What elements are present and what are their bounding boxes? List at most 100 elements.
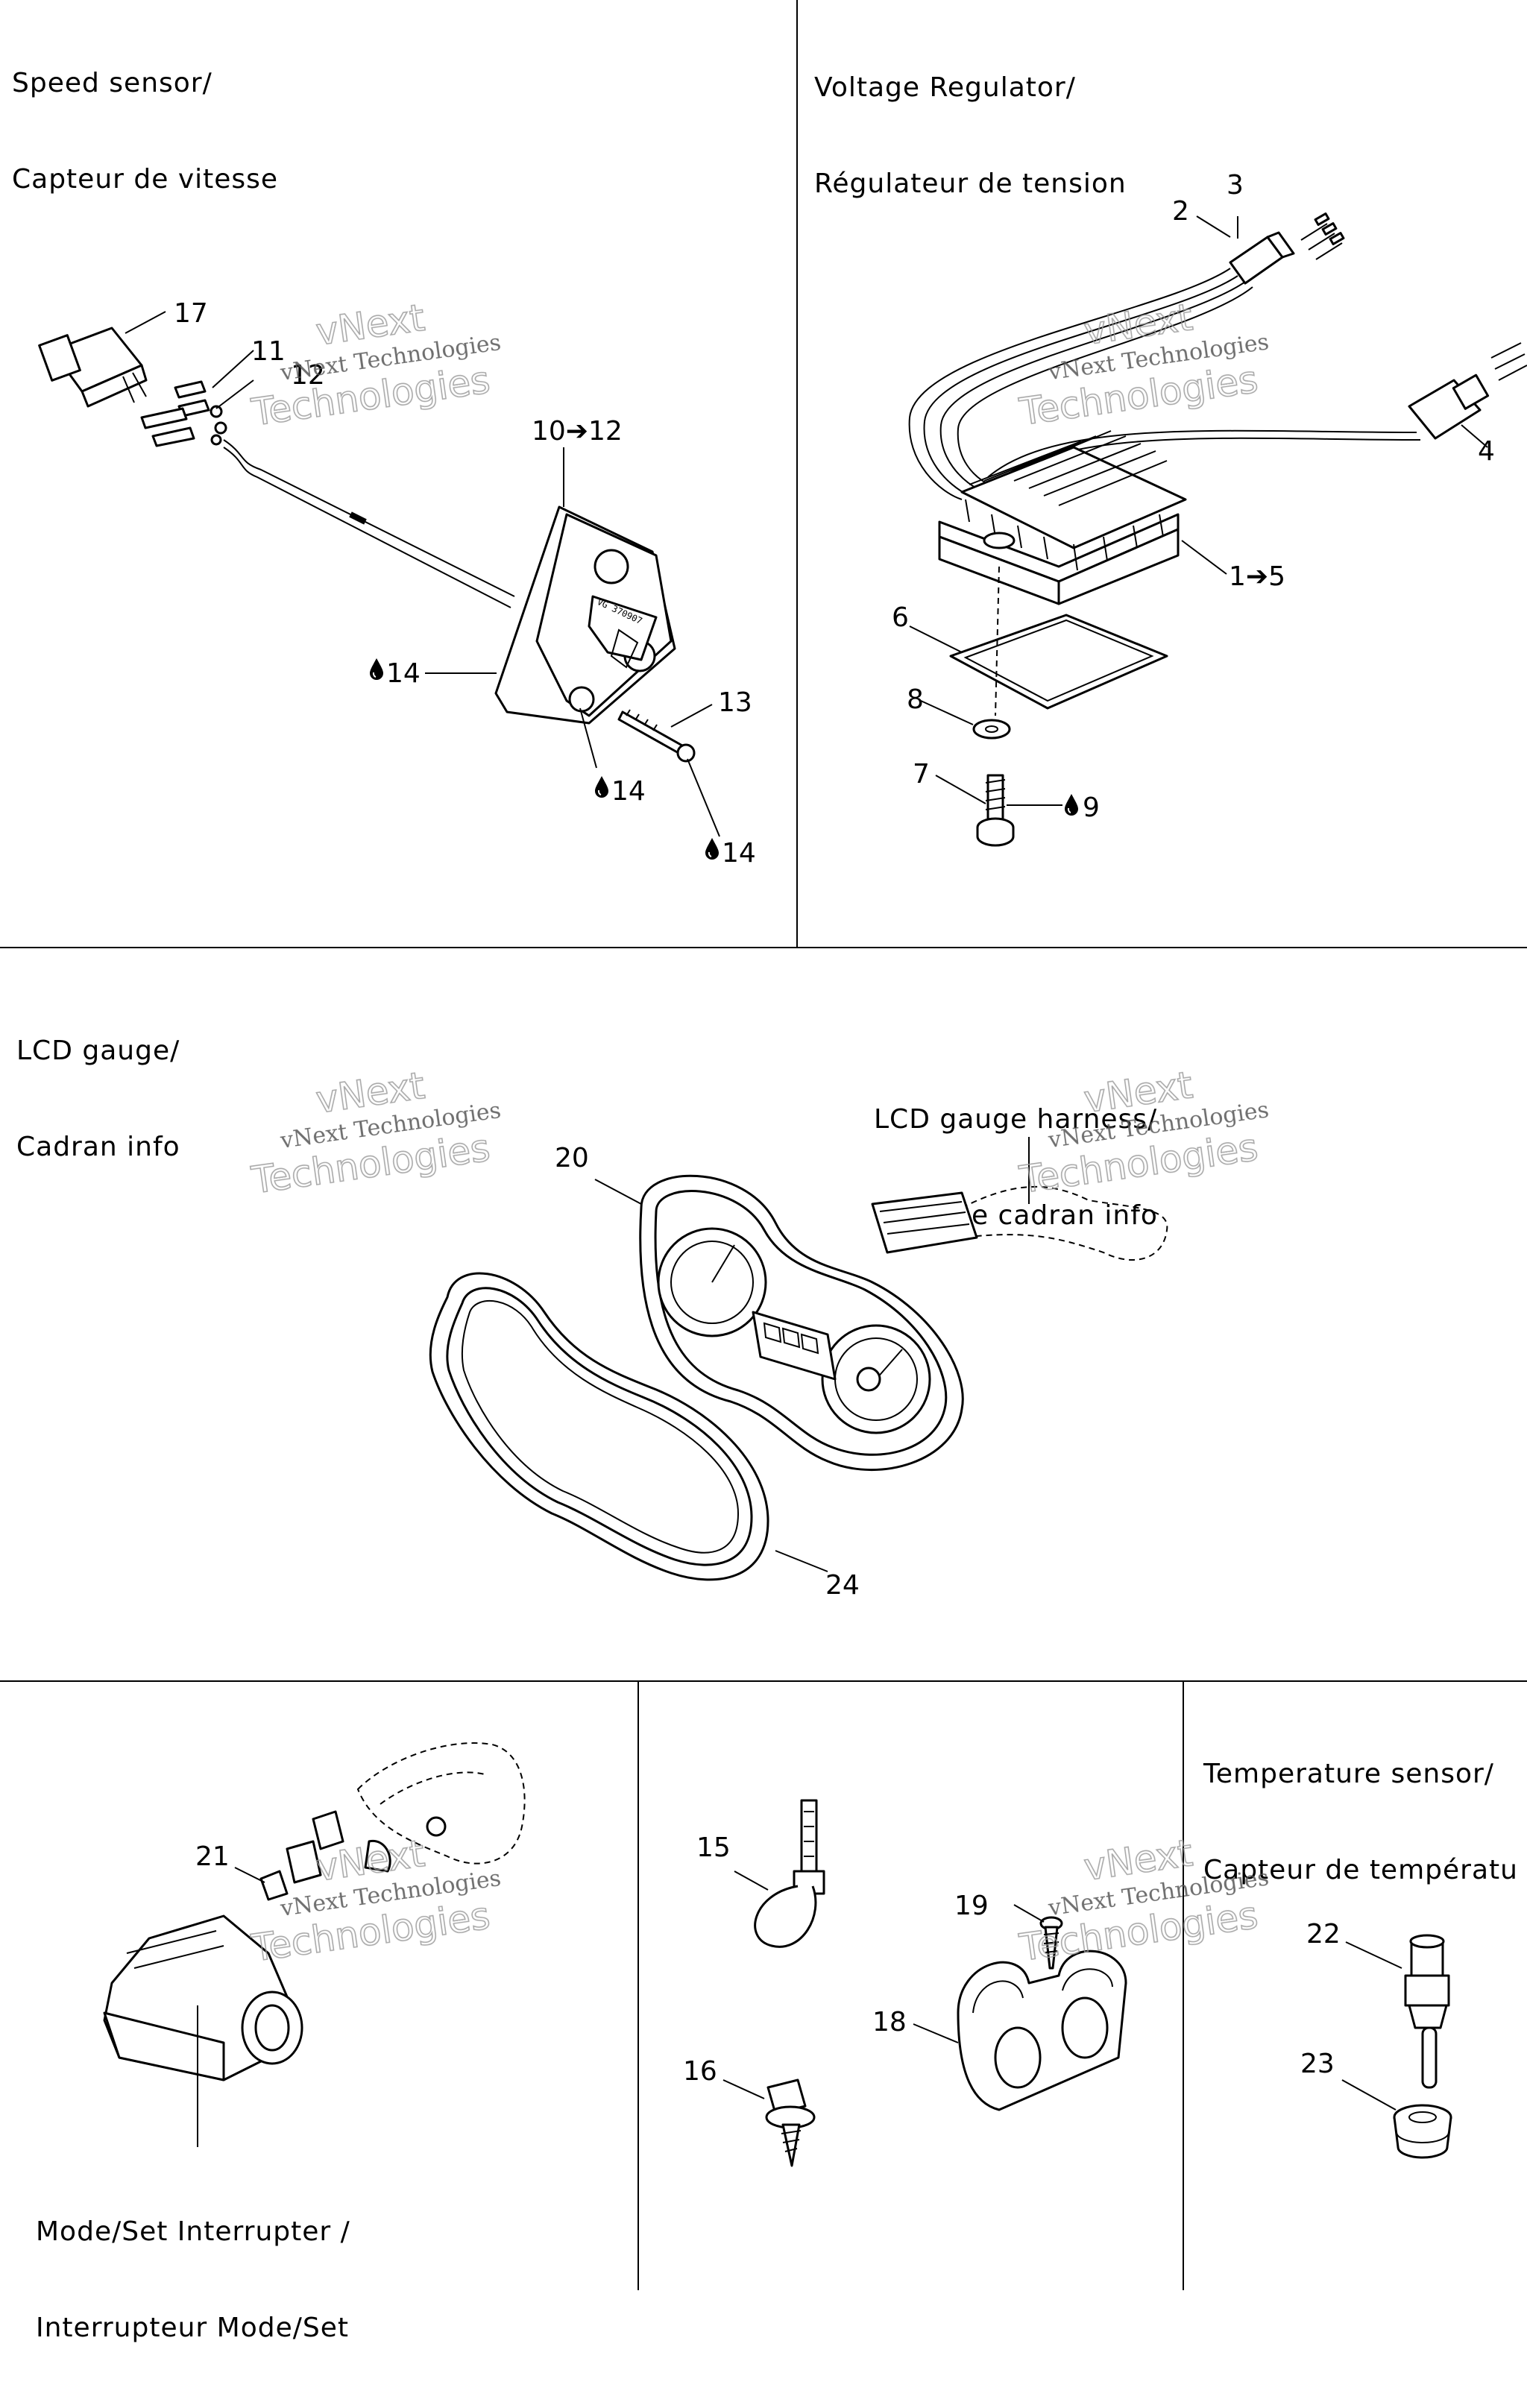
callout-20: 20	[555, 1143, 589, 1173]
fasteners-group	[722, 1799, 1127, 2167]
callout-1-5: 1➔5	[1229, 561, 1285, 592]
callout-15: 15	[696, 1832, 731, 1863]
divider-vertical-bottom-1	[637, 1680, 639, 2290]
callout-10-12: 10➔12	[532, 416, 623, 447]
leader-6	[909, 625, 963, 653]
oil-drop-icon	[1064, 793, 1079, 816]
watermark-4: vNext vNext Technologies Technologies	[1016, 1062, 1271, 1202]
lcd-gauge-title: LCD gauge/ Cadran info	[16, 971, 180, 1227]
leader-19	[1013, 1904, 1045, 1923]
leader-20	[594, 1179, 642, 1205]
callout-21: 21	[195, 1841, 230, 1872]
lcd-gauge-group	[429, 1137, 1168, 1581]
mode-set-housing-dashed	[356, 1742, 526, 1865]
callout-23: 23	[1300, 2049, 1335, 2079]
voltage-regulator-title-fr: Régulateur de tension	[814, 168, 1127, 199]
callout-8: 8	[907, 684, 924, 715]
leader-14b	[579, 707, 597, 769]
leader-1-5	[1181, 540, 1227, 575]
callout-24: 24	[825, 1570, 860, 1601]
leader-8	[920, 700, 974, 725]
callout-12: 12	[291, 360, 325, 391]
tie-wrap-15	[754, 1799, 825, 1948]
callout-2: 2	[1172, 196, 1189, 227]
callout-11: 11	[251, 336, 286, 367]
watermark-5: vNext vNext Technologies Technologies	[248, 1831, 503, 1970]
leader-7	[935, 775, 986, 804]
lcd-gauge-title-en: LCD gauge/	[16, 1036, 180, 1066]
screw-16	[765, 2078, 816, 2167]
voltage-regulator-title-en: Voltage Regulator/	[814, 72, 1076, 103]
speed-sensor-title-en: Speed sensor/	[12, 68, 212, 98]
parts-diagram-page: Speed sensor/ Capteur de vitesse Voltage…	[0, 0, 1527, 2343]
oil-drop-icon	[594, 775, 609, 798]
callout-4: 4	[1478, 436, 1495, 467]
leader-17	[125, 311, 166, 334]
oil-drop-icon	[369, 658, 384, 680]
speed-sensor-title-fr: Capteur de vitesse	[12, 164, 279, 195]
watermark-group: vNext vNext Technologies Technologies vN…	[248, 294, 1271, 1970]
watermark-1: vNext vNext Technologies Technologies	[248, 295, 503, 435]
watermark-6: vNext vNext Technologies Technologies	[1016, 1830, 1271, 1970]
voltage-regulator-group	[908, 212, 1527, 847]
regulator-connector-2	[1229, 231, 1295, 285]
callout-labels: 17 11 12 10➔12 13 14 14 14 3 2 4 1➔5 6 8…	[174, 170, 1495, 2087]
mode-set-group	[103, 1742, 526, 2147]
mode-set-buttons	[259, 1810, 391, 1901]
speed-sensor-group: VG 370907	[38, 311, 720, 837]
temperature-sensor-title-en: Temperature sensor/	[1203, 1759, 1494, 1789]
callout-14a: 14	[386, 658, 421, 689]
voltage-regulator-title: Voltage Regulator/ Régulateur de tension	[814, 7, 1127, 264]
watermark-2: vNext vNext Technologies Technologies	[1016, 294, 1271, 434]
callout-18: 18	[872, 2007, 907, 2037]
diagram-artwork: VG 370907	[38, 170, 1527, 2167]
speed-sensor-screw	[617, 709, 696, 763]
speed-sensor-body: VG 370907	[494, 505, 676, 725]
regulator-body	[938, 430, 1187, 605]
temperature-sensor-22	[1404, 1934, 1450, 2089]
leader-23	[1341, 2079, 1397, 2111]
callout-14b: 14	[611, 776, 646, 807]
callout-14c: 14	[722, 838, 756, 869]
lcd-gauge-title-fr: Cadran info	[16, 1132, 180, 1162]
leader-24	[775, 1550, 828, 1572]
speed-sensor-cable	[223, 439, 515, 608]
leader-18	[913, 2023, 959, 2043]
speed-sensor-terminals	[140, 380, 227, 447]
temperature-sensor-title: Temperature sensor/ Capteur de températu	[1203, 1694, 1518, 1950]
callout-6: 6	[892, 602, 909, 633]
leader-16	[722, 2079, 765, 2099]
mode-set-title-en: Mode/Set Interrupter /	[36, 2216, 350, 2247]
regulator-connector-4	[1408, 342, 1527, 440]
lcd-harness-title-en: LCD gauge harness/	[874, 1104, 1158, 1135]
callout-16: 16	[683, 2056, 717, 2087]
leader-13	[670, 704, 713, 728]
regulator-screw-7	[976, 774, 1015, 847]
callout-7: 7	[913, 759, 930, 789]
divider-vertical-top	[796, 0, 798, 948]
leader-22	[1345, 1941, 1402, 1969]
clip-18	[957, 1950, 1127, 2111]
lcd-gauge-body	[639, 1174, 964, 1472]
regulator-wires	[908, 268, 1421, 500]
regulator-washer-8	[972, 719, 1011, 740]
leader-21	[234, 1867, 265, 1883]
callout-9: 9	[1083, 792, 1100, 823]
leader-12	[215, 379, 254, 409]
divider-horizontal-2	[0, 1680, 1527, 1682]
callout-19: 19	[954, 1891, 989, 1921]
callout-22: 22	[1306, 1919, 1341, 1950]
leader-4	[1461, 424, 1488, 448]
speed-sensor-connector	[38, 327, 148, 408]
lcd-gauge-bezel-24	[429, 1272, 769, 1581]
callout-3: 3	[1227, 170, 1244, 201]
screw-19	[1039, 1916, 1063, 1970]
leader-11	[212, 350, 254, 388]
watermark-3: vNext vNext Technologies Technologies	[248, 1063, 503, 1203]
lcd-harness-dashed	[871, 1185, 1168, 1261]
divider-vertical-bottom-2	[1183, 1680, 1184, 2290]
temperature-grommet-23	[1393, 2104, 1452, 2159]
speed-sensor-title: Speed sensor/ Capteur de vitesse	[12, 3, 278, 259]
callout-17: 17	[174, 298, 208, 329]
callout-13: 13	[718, 687, 752, 718]
